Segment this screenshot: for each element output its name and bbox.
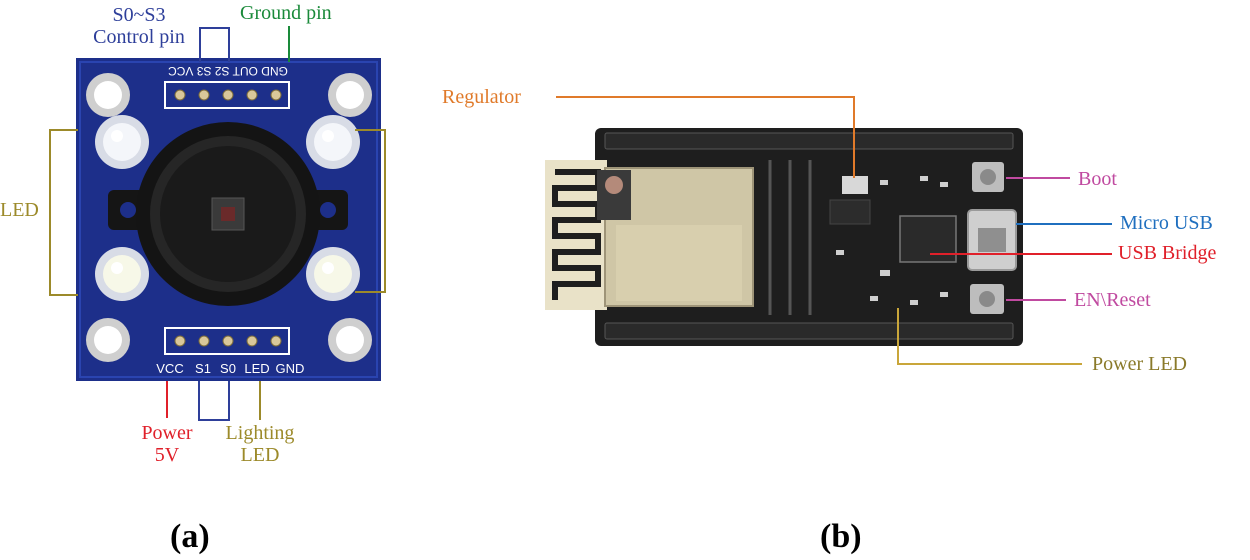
led-bracket-left bbox=[49, 129, 78, 296]
boot-label: Boot bbox=[1078, 168, 1117, 190]
regulator-chip bbox=[842, 176, 868, 194]
s0-s3-text: S0~S3 bbox=[112, 4, 166, 26]
control-pin-bracket-top bbox=[199, 27, 230, 62]
esp32-board bbox=[545, 128, 1023, 346]
five-v-text: 5V bbox=[154, 444, 180, 466]
led-bottom-left bbox=[95, 247, 149, 301]
caption-a: (a) bbox=[170, 518, 210, 555]
led-label: LED bbox=[0, 199, 39, 221]
led-top-right bbox=[306, 115, 360, 169]
bottom-header-pins bbox=[174, 335, 282, 347]
module-pads bbox=[768, 160, 812, 315]
panel-b-leader-lines bbox=[556, 96, 1112, 365]
usb-bridge-label: USB Bridge bbox=[1118, 242, 1217, 264]
micro-usb-label: Micro USB bbox=[1120, 212, 1213, 234]
mounting-hole-icon bbox=[328, 318, 372, 362]
control-pin-label: S0~S3 Control pin bbox=[84, 4, 194, 48]
caption-b: (b) bbox=[820, 518, 862, 555]
mounting-hole-icon bbox=[86, 318, 130, 362]
bottom-pin-row bbox=[604, 322, 1014, 340]
led-top-left bbox=[95, 115, 149, 169]
control-pin-bracket-bottom bbox=[198, 381, 230, 421]
bottom-pin-header bbox=[164, 327, 290, 355]
regulator-label: Regulator bbox=[442, 86, 521, 108]
silk-s0: S0 bbox=[220, 361, 236, 376]
top-silkscreen: GND OUT S2 S3 VCC bbox=[168, 64, 288, 78]
silk-vcc: VCC bbox=[156, 361, 183, 376]
silk-s1: S1 bbox=[195, 361, 211, 376]
control-pin-text: Control pin bbox=[93, 26, 185, 48]
power-text: Power bbox=[141, 422, 193, 444]
lighting-led-label: Lighting LED bbox=[212, 422, 308, 466]
en-reset-label: EN\Reset bbox=[1074, 289, 1151, 311]
top-pin-header bbox=[164, 81, 290, 109]
lens-housing bbox=[108, 122, 348, 306]
mounting-hole-icon bbox=[328, 73, 372, 117]
led-bottom-right bbox=[306, 247, 360, 301]
panel-a-leader-lines bbox=[49, 26, 386, 421]
smd-components bbox=[836, 176, 948, 305]
mounting-hole-icon bbox=[86, 73, 130, 117]
regulator-line bbox=[556, 96, 855, 178]
power-led-line bbox=[897, 308, 1082, 365]
ground-pin-label: Ground pin bbox=[240, 2, 332, 24]
usb-bridge-chip bbox=[899, 215, 957, 263]
led-bracket-right bbox=[355, 129, 386, 293]
top-pin-row bbox=[604, 132, 1014, 150]
lighting-led-text: LED bbox=[240, 444, 280, 466]
color-sensor-board: GND OUT S2 S3 VCC bbox=[76, 58, 381, 381]
power-5v-label: Power 5V bbox=[127, 422, 207, 466]
antenna-trace bbox=[552, 169, 601, 300]
lighting-text: Lighting bbox=[225, 422, 295, 444]
silk-led: LED bbox=[244, 361, 269, 376]
top-header-pins bbox=[174, 89, 282, 101]
power-led-label: Power LED bbox=[1092, 353, 1187, 375]
silk-gnd: GND bbox=[276, 361, 305, 376]
